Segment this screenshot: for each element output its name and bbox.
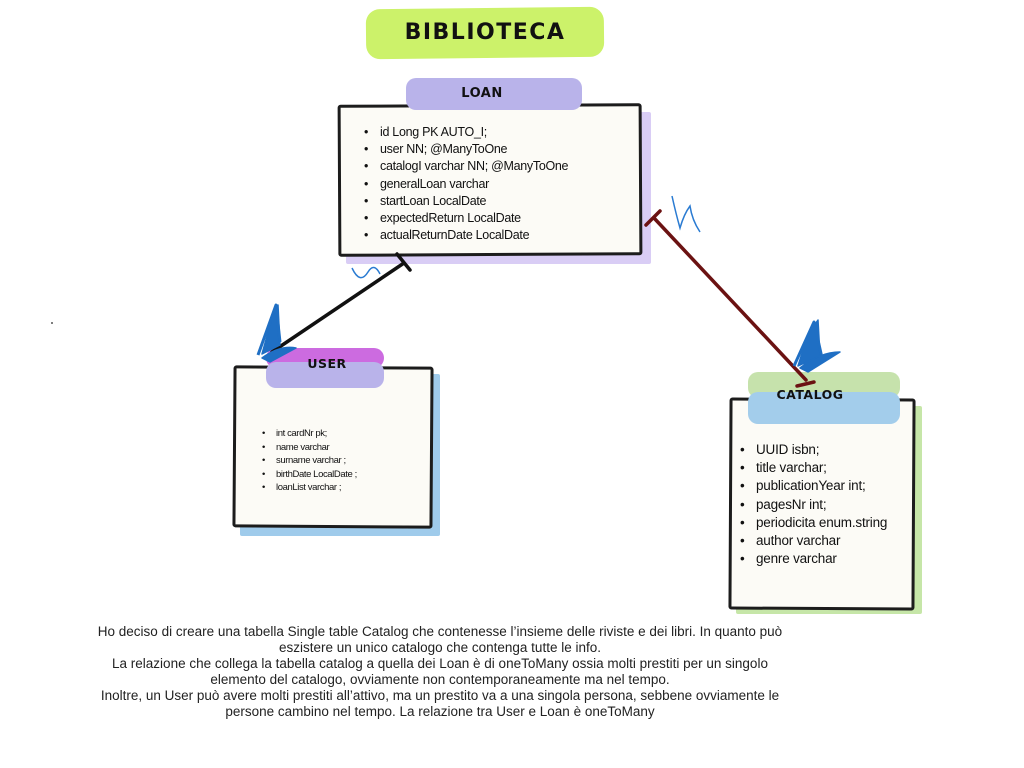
catalog-field: pagesNr int; — [740, 496, 887, 514]
user-field: surname varchar ; — [262, 454, 357, 468]
loan-header-pill — [406, 78, 582, 110]
user-field: name varchar — [262, 441, 357, 455]
user-field: loanList varchar ; — [262, 481, 357, 495]
note-line: La relazione che collega la tabella cata… — [112, 656, 768, 671]
loan-entity-name: LOAN — [461, 86, 503, 101]
user-entity-name: USER — [307, 356, 347, 371]
user-header-pill — [266, 362, 384, 388]
catalog-field: title varchar; — [740, 459, 887, 477]
loan-catalog-many-scribble — [671, 195, 701, 233]
catalog-loan-connector — [652, 216, 808, 382]
loan-field: catalogI varchar NN; @ManyToOne — [364, 158, 569, 175]
catalog-field: periodicita enum.string — [740, 514, 887, 532]
catalog-loan-one-marker — [644, 209, 662, 227]
catalog-header-pill — [748, 392, 900, 424]
user-field: int cardNr pk; — [262, 427, 357, 441]
loan-field: id Long PK AUTO_I; — [364, 124, 568, 141]
catalog-field: genre varchar — [740, 550, 887, 568]
loan-field: actualReturnDate LocalDate — [364, 227, 568, 244]
catalog-field: author varchar — [740, 532, 887, 550]
loan-field: startLoan LocalDate — [364, 193, 568, 210]
loan-field-list: id Long PK AUTO_I; user NN; @ManyToOne c… — [364, 124, 569, 245]
catalog-entity-name: CATALOG — [776, 387, 844, 402]
note-line: elemento del catalogo, ovviamente non co… — [210, 672, 670, 687]
loan-field: generalLoan varchar — [364, 176, 568, 193]
loan-user-many-scribble — [351, 266, 381, 279]
catalog-field: UUID isbn; — [740, 441, 887, 459]
user-field-list: int cardNr pk; name varchar surname varc… — [262, 427, 357, 495]
note-line: Ho deciso di creare una tabella Single t… — [97, 624, 783, 639]
user-field: birthDate LocalDate ; — [262, 468, 357, 482]
loan-field: expectedReturn LocalDate — [364, 210, 568, 227]
loan-field: user NN; @ManyToOne — [364, 141, 568, 158]
catalog-loan-end-marker — [795, 380, 816, 388]
note-line: eszistere un unico catalogo che contenga… — [279, 640, 601, 655]
diagram-title: BIBLIOTECA — [404, 20, 566, 45]
note-line: persone cambino nel tempo. La relazione … — [225, 704, 655, 719]
user-loan-crows-foot-stroke — [256, 303, 282, 356]
catalog-loan-crows-foot-stroke — [792, 320, 824, 367]
user-loan-one-marker — [395, 252, 412, 272]
user-loan-connector — [270, 261, 406, 354]
stray-dot — [51, 322, 53, 324]
explanatory-note: Ho deciso di creare una tabella Single t… — [50, 624, 830, 720]
catalog-field-list: UUID isbn; title varchar; publicationYea… — [740, 441, 887, 569]
note-line: Inoltre, un User può avere molti prestit… — [100, 688, 780, 703]
catalog-field: publicationYear int; — [740, 477, 887, 495]
